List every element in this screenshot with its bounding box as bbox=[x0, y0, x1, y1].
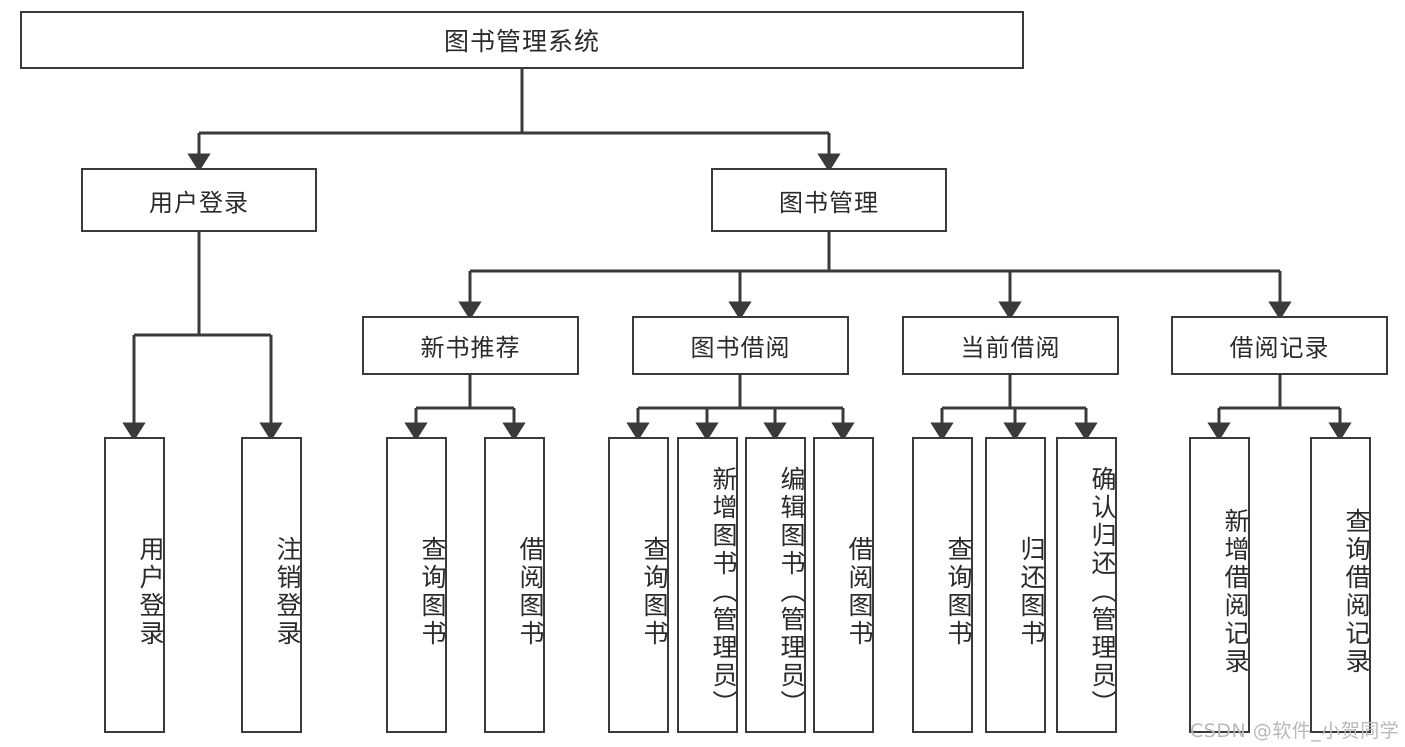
node-leaf-query-record-label: 查询借阅记录 bbox=[1342, 508, 1371, 676]
node-leaf-query-book-a[interactable]: 查询图书 bbox=[386, 437, 447, 733]
node-leaf-add-record[interactable]: 新增借阅记录 bbox=[1189, 437, 1250, 733]
node-leaf-query-book-c[interactable]: 查询图书 bbox=[912, 437, 973, 733]
node-leaf-return-book-label: 归还图书 bbox=[1017, 536, 1046, 648]
node-new-book-recommend[interactable]: 新书推荐 bbox=[362, 316, 579, 375]
node-leaf-query-book-a-label: 查询图书 bbox=[418, 536, 447, 648]
node-leaf-edit-book-label: 编辑图书（管理员） bbox=[777, 466, 806, 718]
node-root[interactable]: 图书管理系统 bbox=[20, 11, 1024, 69]
node-leaf-logout-login-label: 注销登录 bbox=[273, 536, 302, 648]
node-leaf-confirm-return[interactable]: 确认归还（管理员） bbox=[1056, 437, 1117, 733]
node-leaf-borrow-book-a[interactable]: 借阅图书 bbox=[484, 437, 545, 733]
node-book-borrow-label: 图书借阅 bbox=[690, 334, 791, 362]
node-leaf-add-record-label: 新增借阅记录 bbox=[1221, 508, 1250, 676]
csdn-watermark: CSDN @软件_小贺同学 bbox=[1190, 720, 1400, 742]
node-leaf-add-book-label: 新增图书（管理员） bbox=[709, 466, 738, 718]
node-leaf-user-login-label: 用户登录 bbox=[136, 536, 165, 648]
node-leaf-borrow-book-b-label: 借阅图书 bbox=[845, 536, 874, 648]
node-book-manage[interactable]: 图书管理 bbox=[711, 168, 947, 232]
node-leaf-query-record[interactable]: 查询借阅记录 bbox=[1310, 437, 1371, 733]
node-leaf-query-book-b[interactable]: 查询图书 bbox=[608, 437, 669, 733]
node-current-borrow[interactable]: 当前借阅 bbox=[902, 316, 1119, 375]
node-leaf-return-book[interactable]: 归还图书 bbox=[985, 437, 1046, 733]
node-leaf-confirm-return-label: 确认归还（管理员） bbox=[1088, 466, 1117, 718]
node-user-login[interactable]: 用户登录 bbox=[81, 168, 317, 232]
node-leaf-add-book[interactable]: 新增图书（管理员） bbox=[677, 437, 738, 733]
node-borrow-record-label: 借阅记录 bbox=[1229, 334, 1330, 362]
node-current-borrow-label: 当前借阅 bbox=[960, 334, 1061, 362]
node-leaf-borrow-book-a-label: 借阅图书 bbox=[516, 536, 545, 648]
node-user-login-label: 用户登录 bbox=[149, 188, 249, 217]
node-leaf-user-login[interactable]: 用户登录 bbox=[104, 437, 165, 733]
node-leaf-query-book-b-label: 查询图书 bbox=[640, 536, 669, 648]
node-new-book-recommend-label: 新书推荐 bbox=[420, 334, 521, 362]
node-leaf-edit-book[interactable]: 编辑图书（管理员） bbox=[745, 437, 806, 733]
node-borrow-record[interactable]: 借阅记录 bbox=[1171, 316, 1388, 375]
node-book-borrow[interactable]: 图书借阅 bbox=[632, 316, 849, 375]
node-leaf-query-book-c-label: 查询图书 bbox=[944, 536, 973, 648]
node-leaf-borrow-book-b[interactable]: 借阅图书 bbox=[813, 437, 874, 733]
node-book-manage-label: 图书管理 bbox=[779, 188, 879, 217]
node-leaf-logout-login[interactable]: 注销登录 bbox=[241, 437, 302, 733]
node-root-label: 图书管理系统 bbox=[443, 27, 600, 56]
